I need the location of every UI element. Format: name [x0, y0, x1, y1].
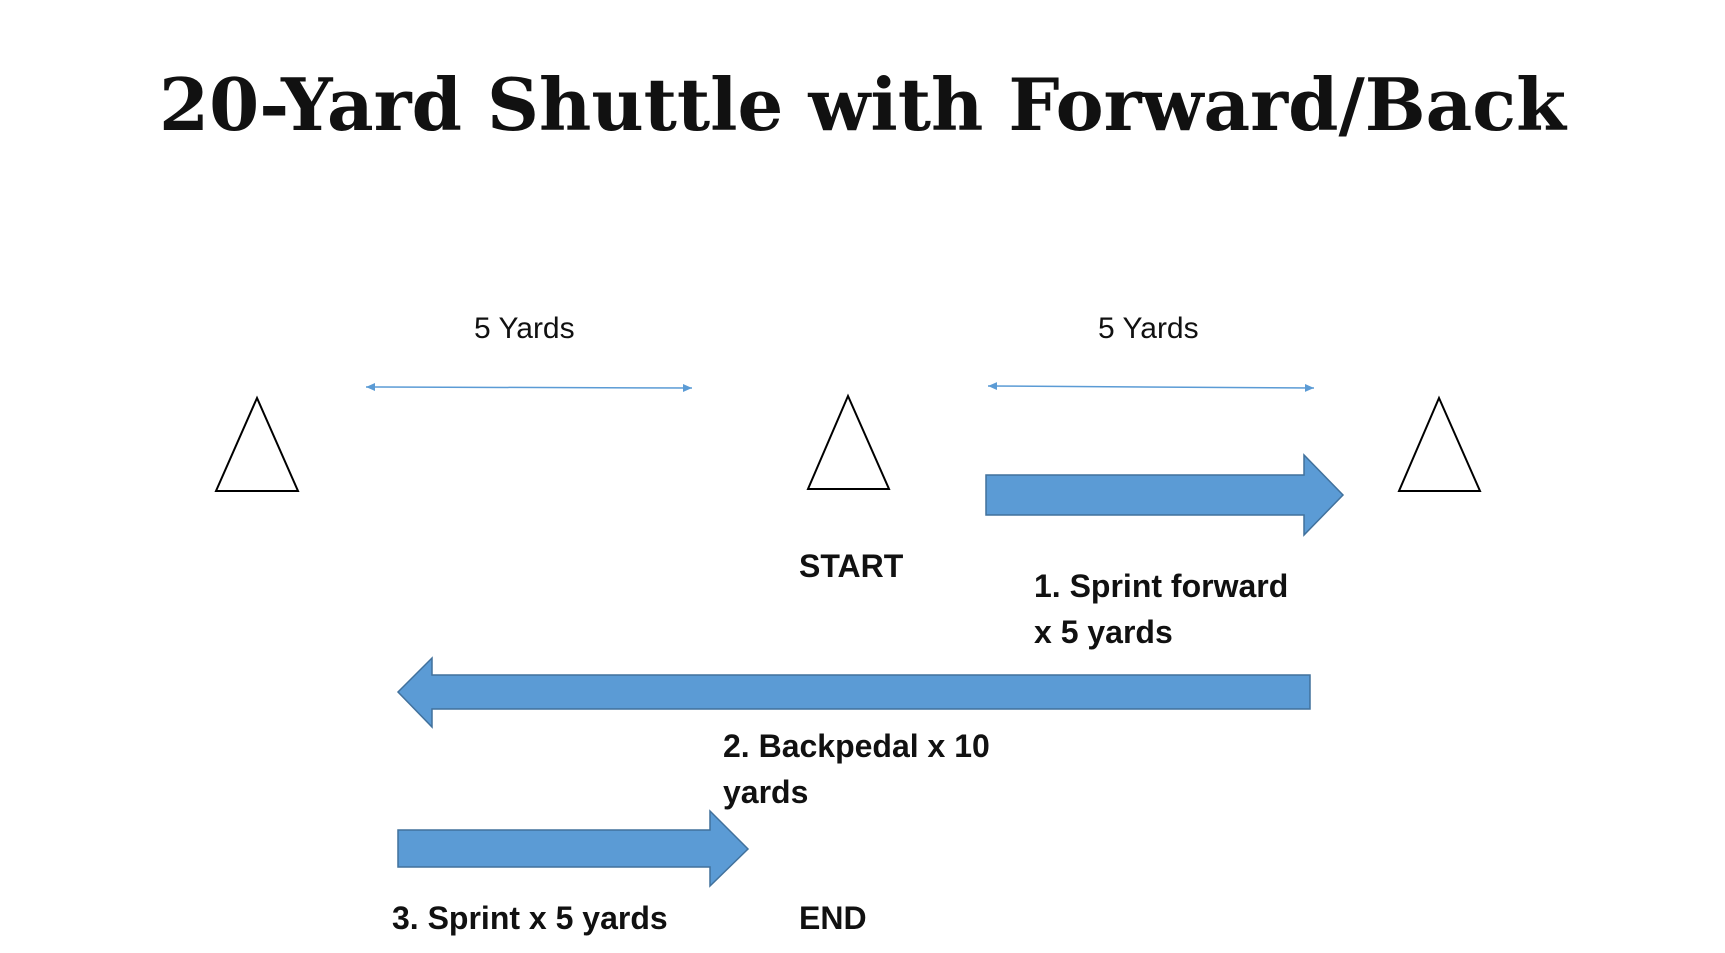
- right-measurement-label: 5 Yards: [1098, 312, 1199, 345]
- backpedal-arrow-icon: [396, 656, 1311, 729]
- left-dimension-line: [365, 383, 693, 392]
- step-3-label: 3. Sprint x 5 yards: [392, 900, 668, 936]
- end-label: END: [799, 900, 867, 936]
- sprint-arrow-icon: [397, 809, 750, 888]
- sprint-forward-arrow-icon: [985, 453, 1345, 537]
- center-cone-icon: [806, 393, 891, 490]
- start-label: START: [799, 548, 904, 584]
- right-cone-icon: [1397, 395, 1482, 492]
- page-title: 20-Yard Shuttle with Forward/Back: [159, 62, 1566, 147]
- left-measurement-label: 5 Yards: [474, 312, 575, 345]
- left-cone-icon: [214, 395, 300, 492]
- step-1-label: 1. Sprint forward x 5 yards: [1034, 568, 1289, 650]
- right-dimension-line: [987, 382, 1315, 392]
- step-2-label: 2. Backpedal x 10 yards: [723, 728, 990, 810]
